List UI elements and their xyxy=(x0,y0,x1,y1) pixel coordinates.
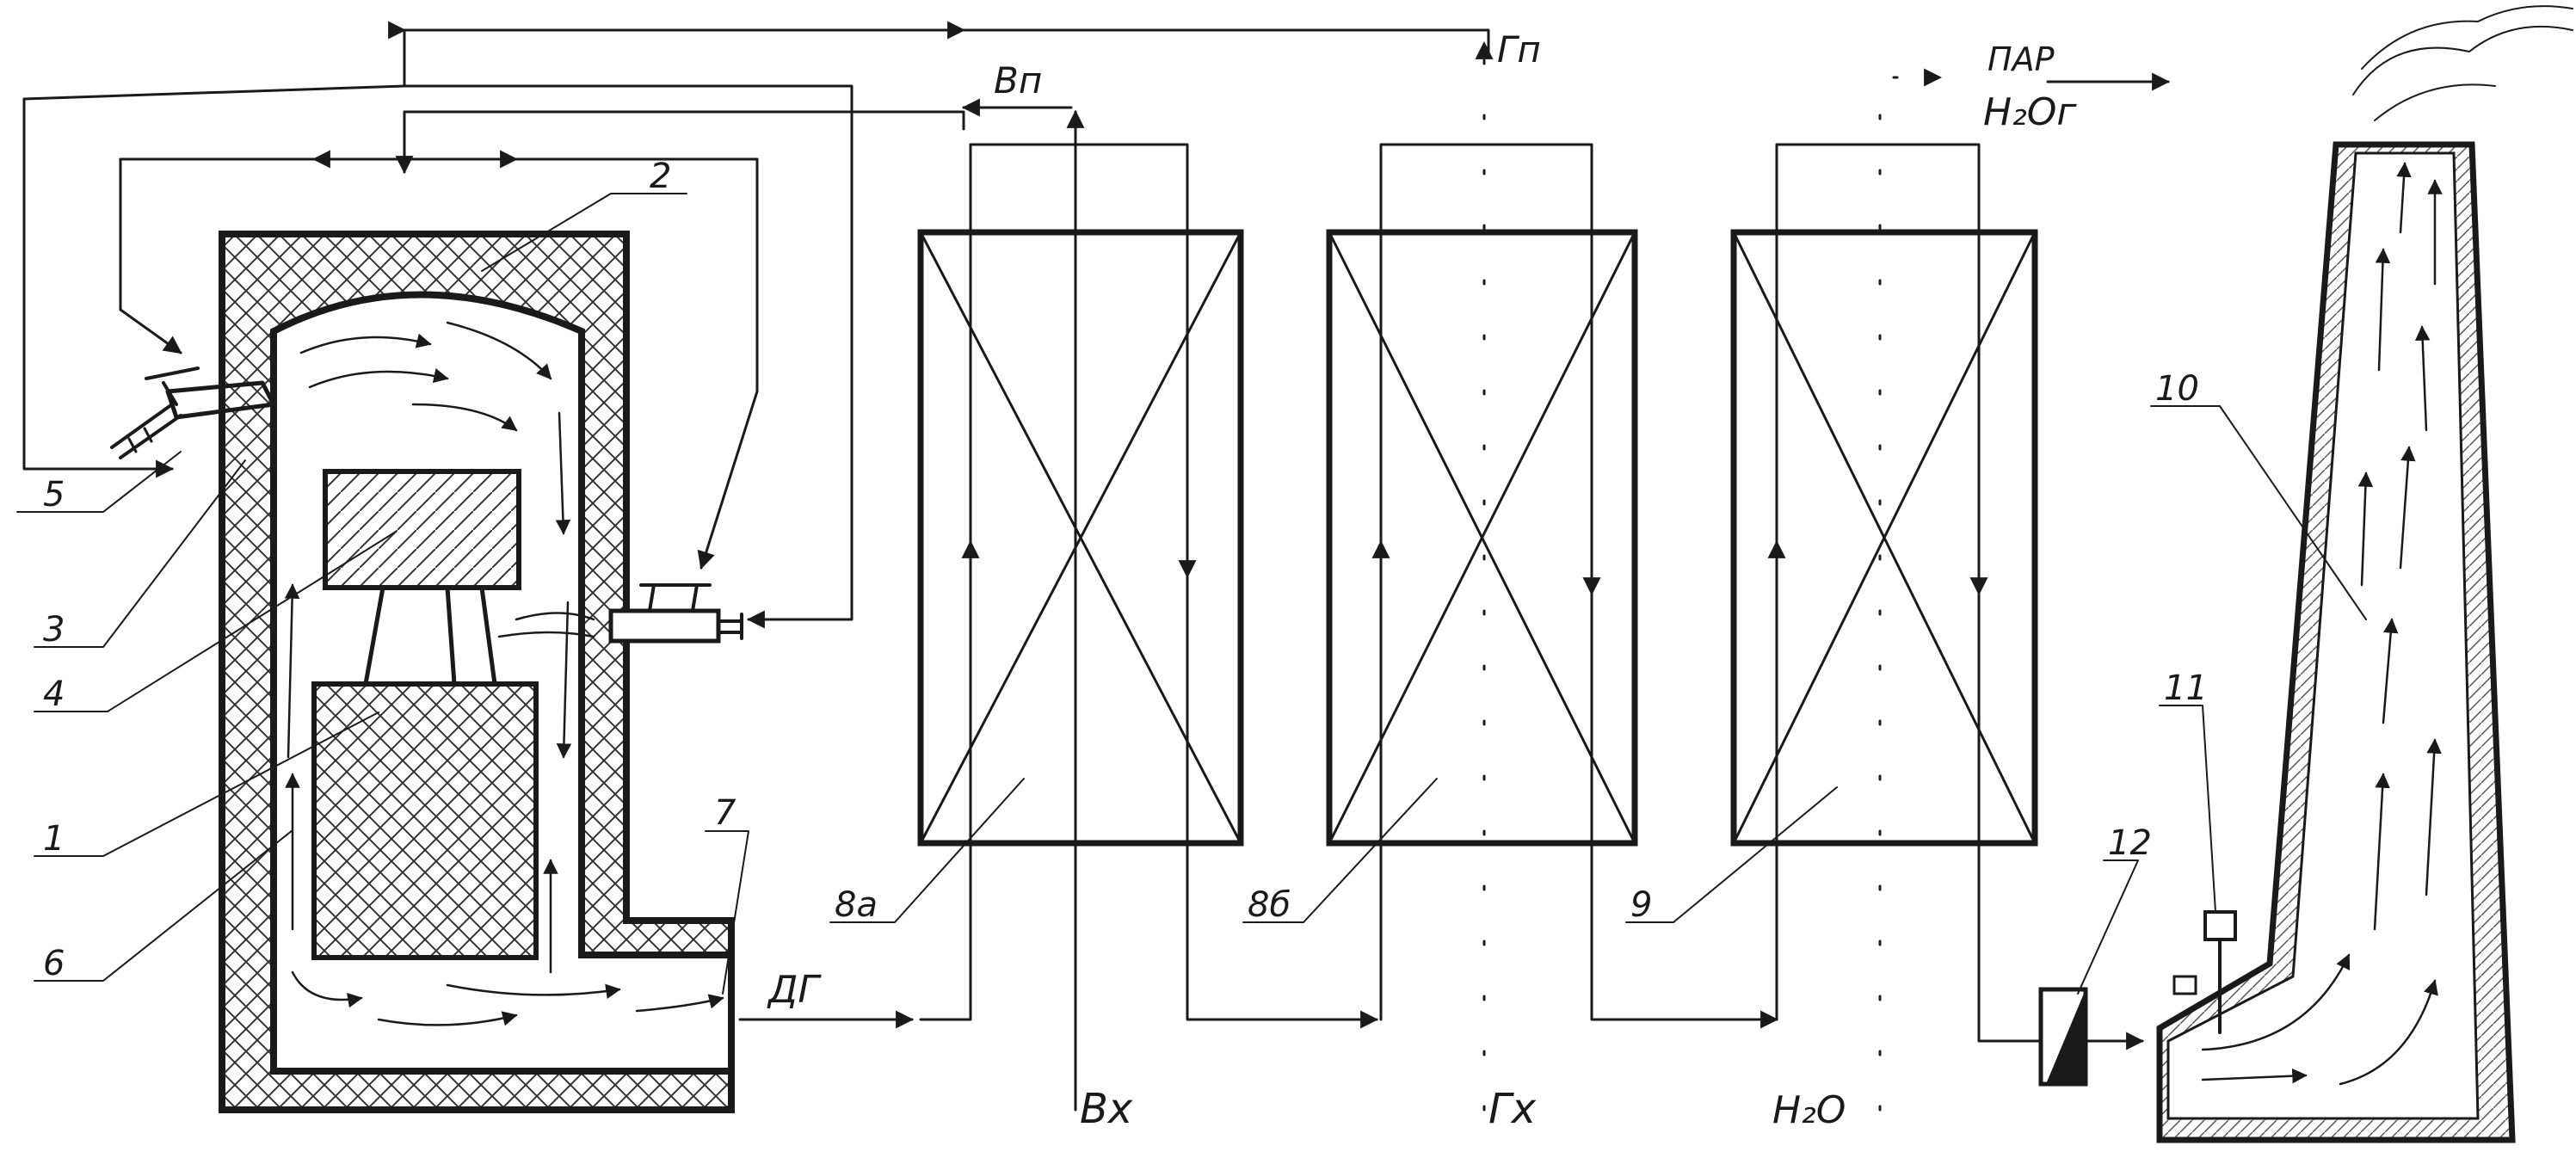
chamber-flow-arrows xyxy=(284,321,724,1026)
flow-cold-gas: Гх xyxy=(1488,1085,1537,1133)
air-recuperator xyxy=(738,98,1379,1112)
flow-hot-gas: Гп xyxy=(1497,28,1541,71)
label-1: 1 xyxy=(43,819,65,859)
flow-steam-word: ПАР xyxy=(1987,40,2055,78)
damper xyxy=(2038,987,2145,1087)
chimney-flow-arrows xyxy=(2201,162,2443,1086)
label-6: 6 xyxy=(43,944,65,983)
waste-heat-boiler xyxy=(1730,68,2171,1112)
chimney-bore xyxy=(2166,151,2480,1120)
burner-left xyxy=(110,367,276,459)
label-7: 7 xyxy=(714,793,736,833)
flow-hot-air: Вп xyxy=(994,59,1042,102)
furnace xyxy=(110,231,743,1113)
chimney xyxy=(2156,5,2573,1143)
workpiece-lower xyxy=(311,681,539,960)
flow-cold-air: Вх xyxy=(1080,1085,1133,1133)
label-12: 12 xyxy=(2108,823,2152,863)
flow-labels: Вп Гп ПАР H₂Oг ДГ Вх Гх H₂O xyxy=(767,28,2077,1133)
label-11: 11 xyxy=(2164,668,2208,708)
label-10: 10 xyxy=(2155,369,2199,409)
label-4: 4 xyxy=(43,675,65,714)
gas-recuperator xyxy=(1326,40,1779,1112)
workpiece-upper xyxy=(323,469,521,590)
label-9: 9 xyxy=(1630,885,1652,925)
flow-steam-formula: H₂Oг xyxy=(1983,90,2077,134)
damper-drive xyxy=(2172,910,2237,1034)
flow-water: H₂O xyxy=(1772,1088,1846,1132)
flow-flue-gas: ДГ xyxy=(767,968,822,1012)
label-8b: 8б xyxy=(1248,885,1291,925)
burner-right xyxy=(608,583,743,644)
label-2: 2 xyxy=(650,157,671,196)
label-5: 5 xyxy=(43,475,65,514)
label-3: 3 xyxy=(43,610,65,650)
leader-lines xyxy=(16,193,2367,995)
component-labels: 2 5 3 4 1 6 7 8а 8б 9 10 11 12 xyxy=(43,157,2208,983)
label-8a: 8а xyxy=(835,885,878,925)
smoke xyxy=(2352,5,2573,121)
